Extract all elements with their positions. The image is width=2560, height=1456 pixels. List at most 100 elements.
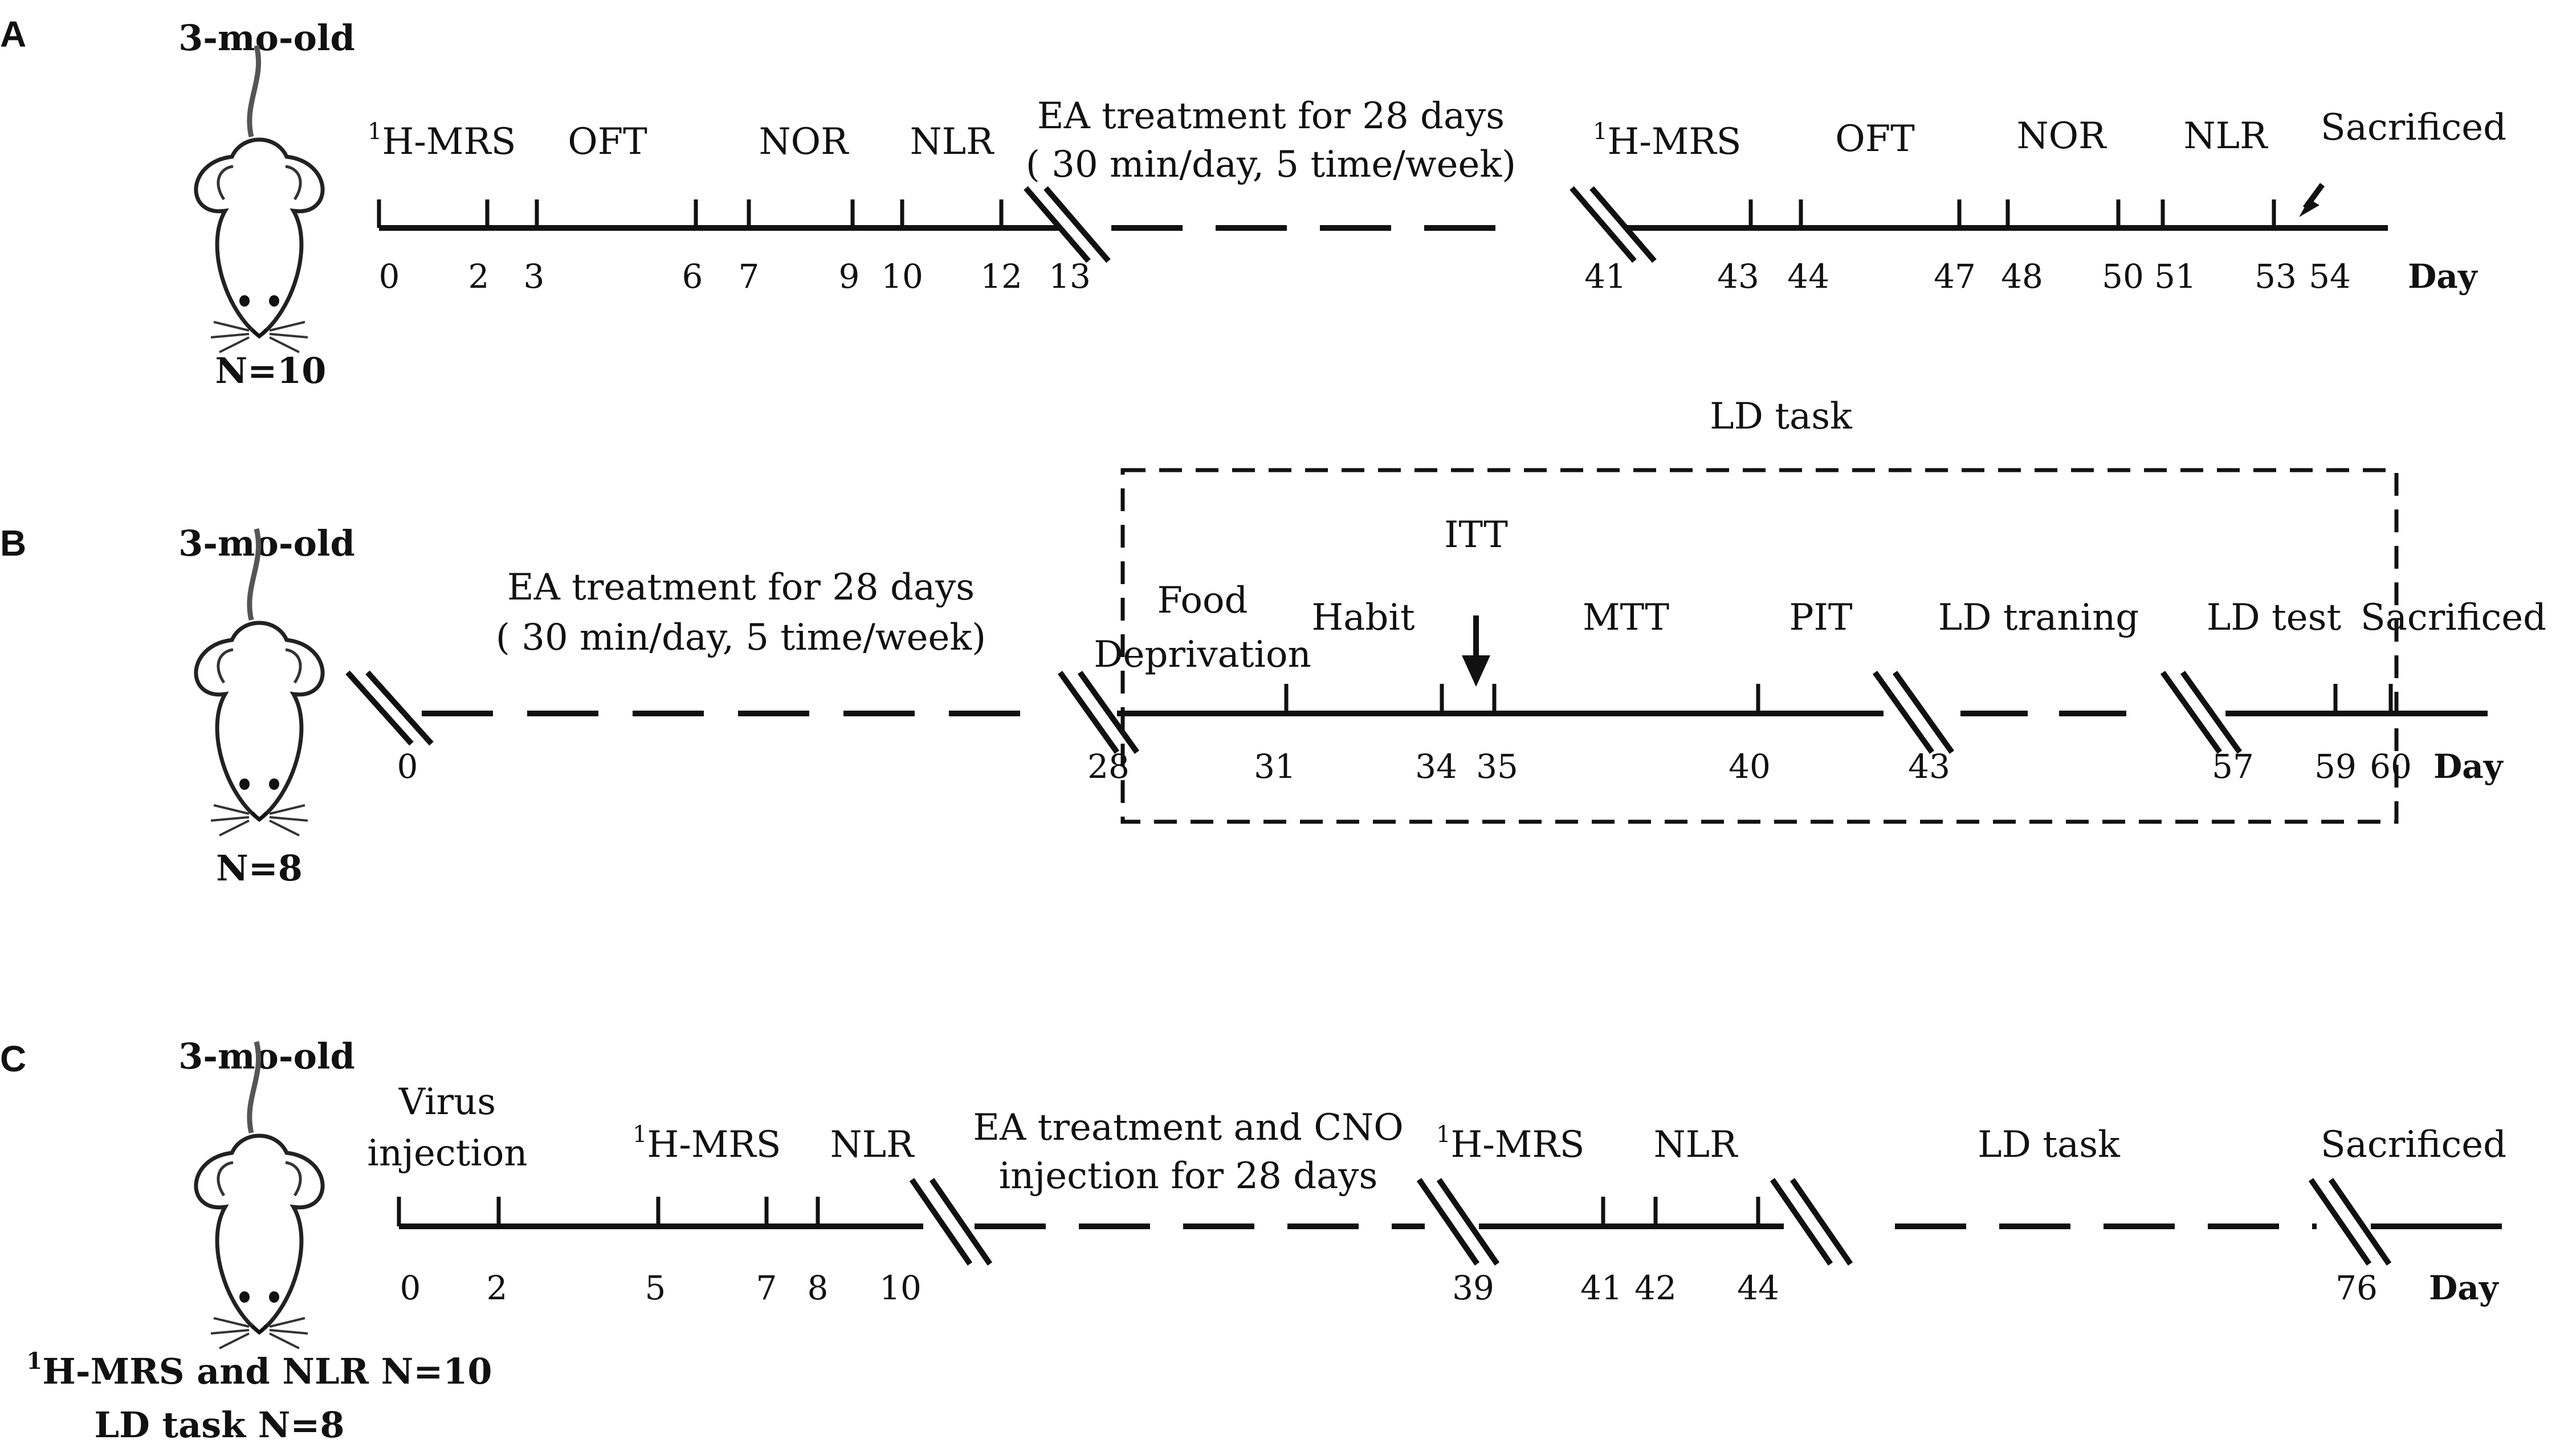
panel-c-axis — [399, 1178, 2502, 1266]
activity-label: NOR — [759, 121, 849, 163]
superscript-1: 1 — [26, 1348, 42, 1375]
activity-label: OFT — [568, 121, 647, 163]
tick-label: 47 — [1934, 257, 1976, 296]
tick-label: 44 — [1787, 257, 1829, 296]
panel-c-letter: C — [0, 1038, 26, 1079]
activity-label: ( 30 min/day, 5 time/week) — [496, 617, 986, 659]
panel-a-age: 3-mo-old — [178, 17, 355, 59]
panel-c-n2: LD task N=8 — [95, 1404, 345, 1446]
activity-label: Sacrificed — [2321, 107, 2506, 149]
panel-b-age: 3-mo-old — [178, 523, 355, 564]
activity-label: 1H-MRS — [1436, 1121, 1584, 1166]
activity-label: Food — [1157, 580, 1248, 622]
activity-label: MTT — [1583, 597, 1669, 639]
panel-b-letter: B — [0, 523, 26, 564]
tick-label: 2 — [487, 1269, 508, 1307]
tick-label: 28 — [1087, 747, 1130, 786]
tick-label: 76 — [2335, 1269, 2378, 1307]
tick-label: 6 — [682, 257, 703, 296]
tick-label: 51 — [2154, 257, 2196, 296]
activity-label: ( 30 min/day, 5 time/week) — [1026, 144, 1516, 186]
activity-label: Deprivation — [1094, 634, 1311, 676]
tick-label: 54 — [2309, 257, 2351, 296]
sacrificed-arrow — [2299, 199, 2320, 217]
tick-label: 12 — [980, 257, 1022, 296]
tick-label: 0 — [397, 747, 418, 786]
panel-b-activity-labels: EA treatment for 28 days ( 30 min/day, 5… — [496, 514, 2546, 676]
activity-text: H-MRS — [1607, 121, 1741, 163]
activity-label: Habit — [1311, 597, 1414, 639]
activity-label: EA treatment for 28 days — [507, 566, 975, 609]
mouse-icon — [196, 46, 323, 352]
superscript-1: 1 — [368, 119, 382, 145]
panel-c-n: 1H-MRS and NLR N=10 — [26, 1348, 492, 1392]
activity-label: injection for 28 days — [999, 1155, 1378, 1197]
activity-label: NLR — [2184, 115, 2269, 157]
tick-label: 43 — [1908, 747, 1950, 786]
tick-label: 9 — [839, 257, 860, 296]
tick-label: 48 — [2001, 257, 2043, 296]
activity-label: LD test — [2207, 597, 2342, 639]
panel-b-day-label: Day — [2433, 747, 2504, 786]
activity-label: 1H-MRS — [1593, 119, 1741, 163]
activity-text: H-MRS — [647, 1124, 781, 1166]
activity-label: EA treatment and CNO — [973, 1107, 1403, 1149]
panel-a-letter: A — [0, 14, 26, 55]
panel-a-day-label: Day — [2408, 257, 2479, 296]
activity-label: NLR — [1654, 1124, 1739, 1166]
mouse-icon — [196, 1042, 323, 1348]
tick-label: 39 — [1452, 1269, 1494, 1307]
activity-label: EA treatment for 28 days — [1037, 95, 1505, 137]
panel-b-ticks — [1284, 684, 2393, 713]
superscript-1: 1 — [1593, 119, 1607, 145]
tick-label: 57 — [2212, 747, 2254, 786]
ld-task-box — [1120, 468, 2399, 824]
tick-label: 50 — [2102, 257, 2144, 296]
tick-label: 8 — [808, 1269, 829, 1307]
activity-label: 1H-MRS — [368, 119, 516, 163]
tick-label: 7 — [756, 1269, 777, 1307]
tick-label: 13 — [1049, 257, 1091, 296]
panel-c-ticks — [397, 1197, 1760, 1226]
activity-label: NLR — [830, 1124, 915, 1166]
tick-label: 0 — [379, 257, 400, 296]
activity-text: H-MRS — [382, 121, 516, 163]
panel-a-activity-labels: 1H-MRS OFT NOR NLR EA treatment for 28 d… — [368, 95, 2506, 186]
panel-c-n-text: H-MRS and NLR N=10 — [42, 1351, 492, 1392]
tick-label: 59 — [2314, 747, 2357, 786]
activity-label: injection — [367, 1132, 527, 1174]
panel-a-tick-labels: 0 2 3 6 7 9 10 12 13 41 43 44 47 48 50 5… — [379, 257, 2351, 296]
tick-label: 42 — [1634, 1269, 1677, 1307]
panel-c: C 3-mo-old 1H-MRS and NLR N=10 LD task N… — [0, 1035, 2506, 1446]
tick-label: 44 — [1737, 1269, 1779, 1307]
tick-label: 53 — [2255, 257, 2297, 296]
tick-label: 60 — [2370, 747, 2412, 786]
mouse-icon — [196, 529, 323, 835]
panel-c-day-label: Day — [2429, 1269, 2500, 1307]
panel-a-axis — [379, 183, 2388, 263]
panel-b-axis — [345, 615, 2488, 754]
itt-arrow — [1462, 655, 1490, 687]
activity-label: 1H-MRS — [633, 1121, 781, 1166]
activity-label: LD traning — [1938, 597, 2139, 639]
tick-label: 43 — [1717, 257, 1759, 296]
activity-label: PIT — [1789, 597, 1852, 639]
panel-c-age: 3-mo-old — [178, 1035, 355, 1077]
tick-label: 10 — [881, 257, 923, 296]
panel-a-n: N=10 — [215, 350, 327, 391]
panel-a: A 3-mo-old N=10 — [0, 14, 2506, 391]
panel-a-ticks — [377, 199, 2276, 228]
activity-label: OFT — [1835, 118, 1915, 160]
panel-c-activity-labels: Virus injection 1H-MRS NLR EA treatment … — [367, 1081, 2506, 1197]
superscript-1: 1 — [1436, 1121, 1450, 1148]
tick-label: 34 — [1415, 747, 1457, 786]
ld-task-box-label: LD task — [1710, 395, 1853, 438]
panel-b: B 3-mo-old N=8 LD task — [0, 395, 2546, 889]
tick-label: 10 — [879, 1269, 922, 1307]
panel-c-tick-labels: 0 2 5 7 8 10 39 41 42 44 76 — [400, 1269, 2378, 1307]
tick-label: 3 — [524, 257, 545, 296]
activity-label: LD task — [1978, 1124, 2121, 1166]
superscript-1: 1 — [633, 1121, 647, 1148]
